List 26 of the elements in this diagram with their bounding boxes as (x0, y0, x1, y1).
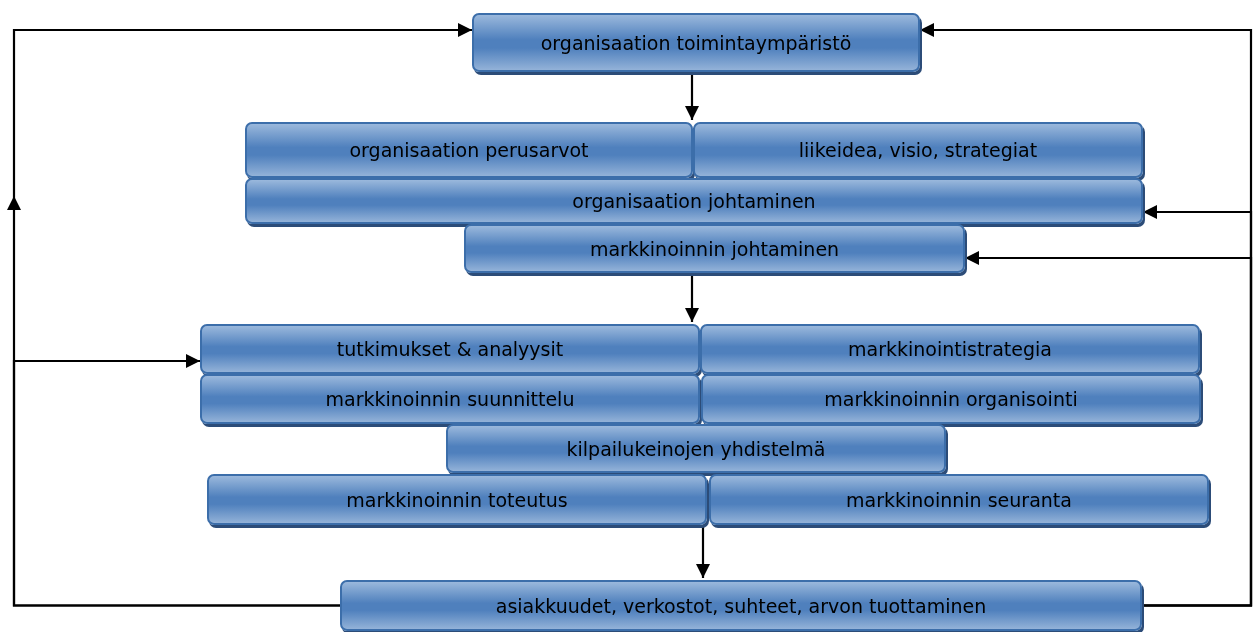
box-label: markkinoinnin suunnittelu (325, 388, 575, 410)
process-box (700, 324, 1200, 374)
process-box (245, 122, 693, 178)
box-label: liikeidea, visio, strategiat (798, 139, 1038, 161)
box-label: organisaation toimintaympäristö (540, 31, 852, 54)
process-box (207, 474, 707, 525)
process-box (701, 374, 1201, 424)
box-label: kilpailukeinojen yhdistelmä (566, 437, 826, 460)
box-label: organisaation johtaminen (572, 190, 816, 212)
process-box (709, 474, 1209, 525)
process-box (200, 324, 700, 374)
box-label: markkinoinnin seuranta (846, 488, 1072, 511)
box-label: markkinoinnin organisointi (824, 388, 1078, 410)
box-label: asiakkuudet, verkostot, suhteet, arvon tuottaminen (495, 594, 987, 617)
process-box (446, 424, 946, 473)
box-label: organisaation perusarvot (349, 139, 589, 161)
box-label: markkinoinnin johtaminen (589, 237, 840, 260)
process-box (464, 224, 965, 273)
process-box (200, 374, 700, 424)
box-label: markkinoinnin toteutus (346, 488, 568, 511)
box-label: markkinointistrategia (848, 338, 1052, 360)
process-box (245, 178, 1143, 224)
process-box (693, 122, 1143, 178)
process-box (472, 13, 920, 72)
box-label: tutkimukset & analyysit (336, 338, 564, 360)
process-box (340, 580, 1142, 631)
